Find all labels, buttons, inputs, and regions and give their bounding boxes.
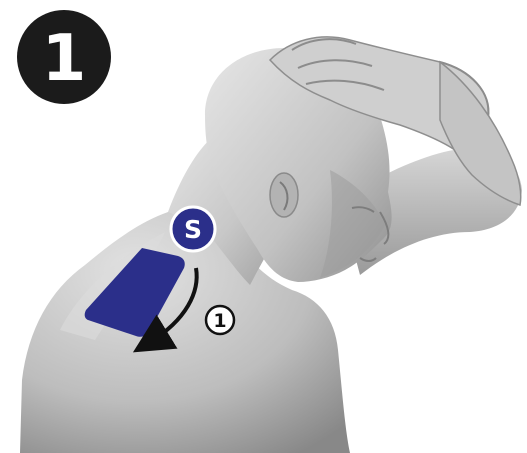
human-figure	[20, 37, 522, 453]
arrow-number-marker: 1	[206, 306, 234, 334]
step-badge: 1	[17, 10, 111, 104]
tape-start-letter: S	[184, 215, 202, 244]
step-number: 1	[42, 22, 87, 96]
tape-start-marker: S	[171, 207, 215, 251]
ear	[270, 173, 298, 217]
arrow-number: 1	[213, 310, 226, 332]
